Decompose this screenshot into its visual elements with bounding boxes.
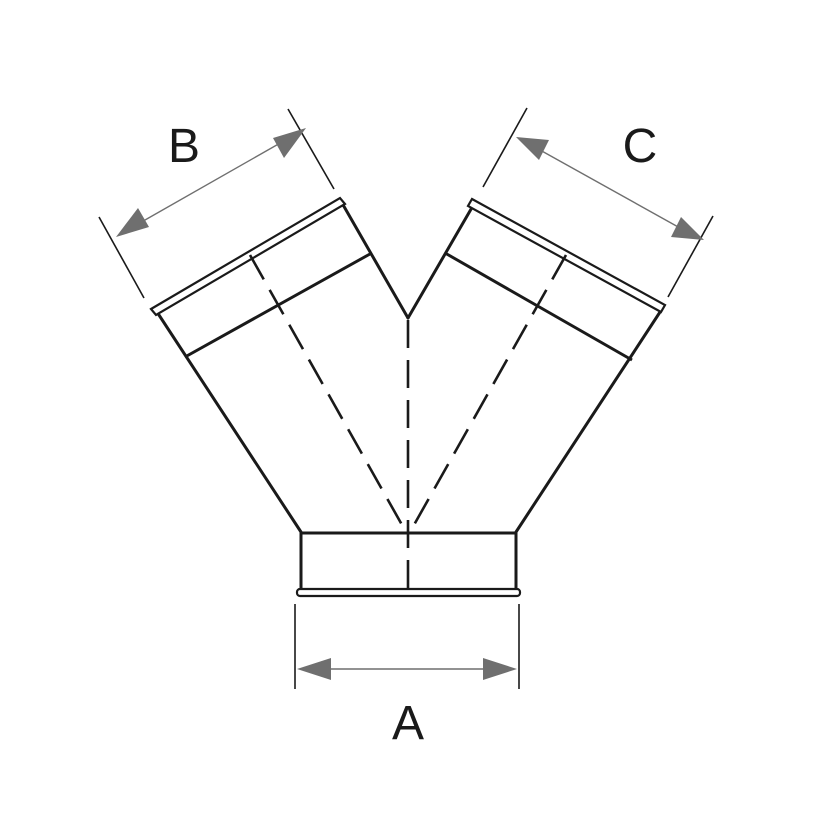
dimension-c-line — [539, 149, 681, 229]
dimension-c-arrow-lower — [671, 217, 704, 240]
dimension-b-line — [137, 141, 283, 225]
left-branch-center-line — [248, 254, 408, 533]
dimension-c-extension-outer — [667, 215, 714, 298]
dimension-a-arrow-left — [297, 658, 331, 680]
dimension-c: C — [482, 107, 714, 298]
right-branch-inner-edge — [406, 202, 476, 320]
dimension-b-label: B — [168, 120, 200, 173]
fitting-body — [155, 201, 664, 534]
dimension-c-label: C — [623, 120, 658, 173]
right-branch-collar — [444, 197, 667, 362]
dimension-c-extension-inner — [482, 107, 528, 188]
dimension-b-arrow-lower — [116, 208, 149, 237]
left-branch-outer-edge — [155, 310, 303, 534]
right-collar-band-line — [444, 251, 633, 362]
dimension-b: B — [98, 108, 335, 299]
dimension-a-arrow-right — [483, 658, 517, 680]
dimension-b-extension-inner — [287, 108, 335, 190]
dimension-b-extension-outer — [98, 216, 145, 299]
left-branch-collar — [149, 196, 371, 359]
left-flange — [149, 196, 347, 317]
dimension-a-label: A — [392, 697, 424, 750]
right-branch-center-line — [408, 254, 568, 533]
dimension-a: A — [294, 604, 520, 750]
bottom-flange — [295, 587, 522, 598]
right-branch-outer-edge — [514, 307, 664, 534]
dimension-b-arrow-upper — [273, 128, 306, 158]
center-lines — [248, 254, 568, 590]
left-branch-inner-edge — [340, 201, 410, 320]
dimension-c-arrow-upper — [516, 137, 549, 160]
